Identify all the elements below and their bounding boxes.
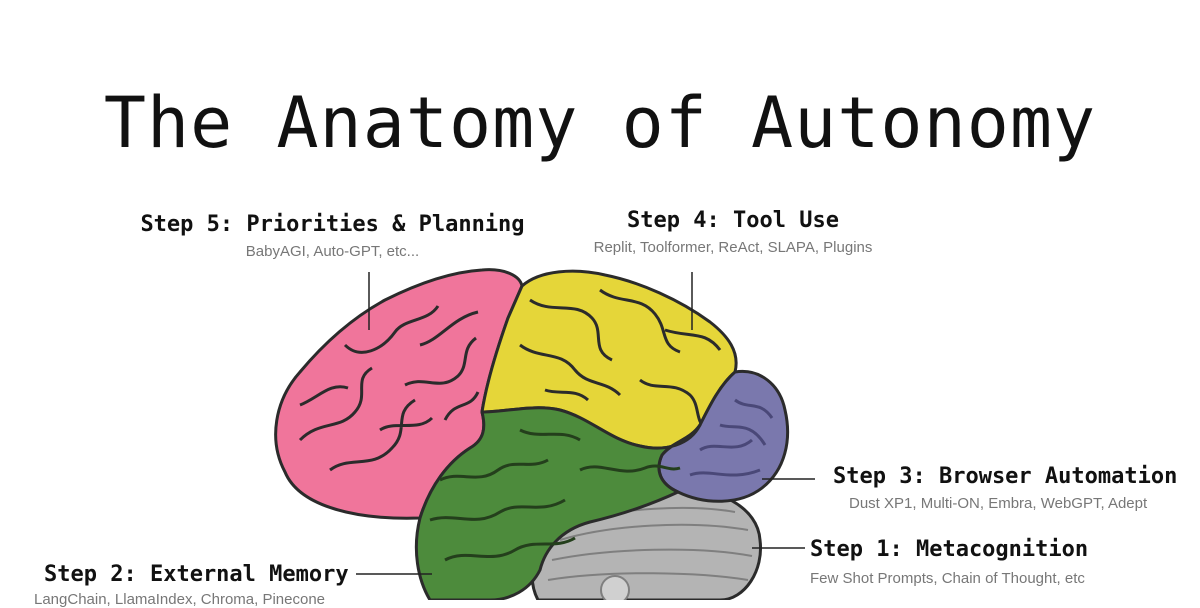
frontal-folds	[298, 305, 480, 472]
leader-lines	[356, 272, 815, 575]
occipital-folds	[689, 398, 774, 477]
step-1-callout: Step 1: Metacognition Few Shot Prompts, …	[810, 537, 1088, 587]
parietal-folds	[519, 288, 722, 430]
step-3-examples: Dust XP1, Multi-ON, Embra, WebGPT, Adept	[849, 495, 1148, 512]
cerebellum-folds	[547, 506, 753, 581]
step-2-label: Step 2: External Memory	[44, 562, 349, 587]
step-5-examples: BabyAGI, Auto-GPT, etc...	[245, 243, 420, 260]
brain-stem	[600, 575, 630, 600]
brain-illustration	[274, 268, 790, 600]
step-4-examples: Replit, Toolformer, ReAct, SLAPA, Plugin…	[593, 239, 873, 256]
step-5-label: Step 5: Priorities & Planning	[140, 212, 525, 237]
step-4-label: Step 4: Tool Use	[627, 208, 839, 233]
step-3-callout: Step 3: Browser Automation Dust XP1, Mul…	[833, 464, 1177, 512]
step-1-examples: Few Shot Prompts, Chain of Thought, etc	[810, 570, 1085, 587]
step-1-label: Step 1: Metacognition	[810, 537, 1089, 562]
step-5-callout: Step 5: Priorities & Planning BabyAGI, A…	[135, 212, 530, 260]
step-3-label: Step 3: Browser Automation	[833, 464, 1178, 489]
step-2-callout: Step 2: External Memory LangChain, Llama…	[34, 562, 349, 608]
step-4-callout: Step 4: Tool Use Replit, Toolformer, ReA…	[578, 208, 888, 256]
page-title: The Anatomy of Autonomy	[103, 82, 1097, 164]
temporal-folds	[429, 428, 681, 562]
